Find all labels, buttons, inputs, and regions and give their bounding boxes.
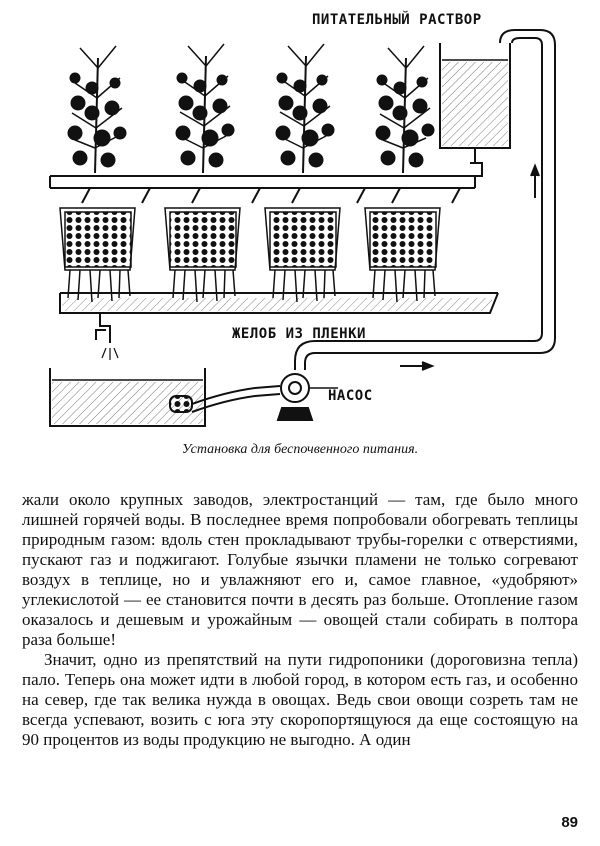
- figure-caption: Установка для беспочвенного питания.: [181, 442, 419, 457]
- film-trough-label: ЖЕЛОБ ИЗ ПЛЕНКИ: [232, 326, 366, 342]
- collection-tank: [49, 368, 206, 427]
- basket-2: [164, 207, 241, 303]
- nutrient-solution-label: ПИТАТЕЛЬНЫЙ РАСТВОР: [312, 12, 482, 28]
- hydroponics-illustration: [20, 8, 580, 438]
- film-trough: [59, 292, 499, 343]
- paragraph-1: жали около крупных заводов, электростанц…: [22, 490, 578, 649]
- plants: [67, 43, 435, 174]
- plant-4: [375, 45, 435, 174]
- pump: [191, 373, 338, 421]
- basket-4: [364, 207, 441, 303]
- return-pipe: [294, 29, 556, 371]
- drip: [101, 347, 119, 360]
- plant-3: [275, 43, 335, 174]
- body-text: жали около крупных заводов, электростанц…: [22, 490, 578, 750]
- feed-pipe: [49, 175, 476, 204]
- paragraph-2: Значит, одно из препятствий на пути гидр…: [22, 650, 578, 749]
- basket-3: [264, 207, 341, 303]
- plant-2: [175, 43, 235, 174]
- hydroponics-drawing: [49, 29, 556, 427]
- pump-label: НАСОС: [328, 388, 373, 404]
- page-number: 89: [561, 814, 578, 831]
- baskets: [59, 207, 441, 303]
- basket-1: [59, 207, 136, 303]
- nutrient-tank: [439, 43, 511, 177]
- plant-1: [67, 45, 127, 174]
